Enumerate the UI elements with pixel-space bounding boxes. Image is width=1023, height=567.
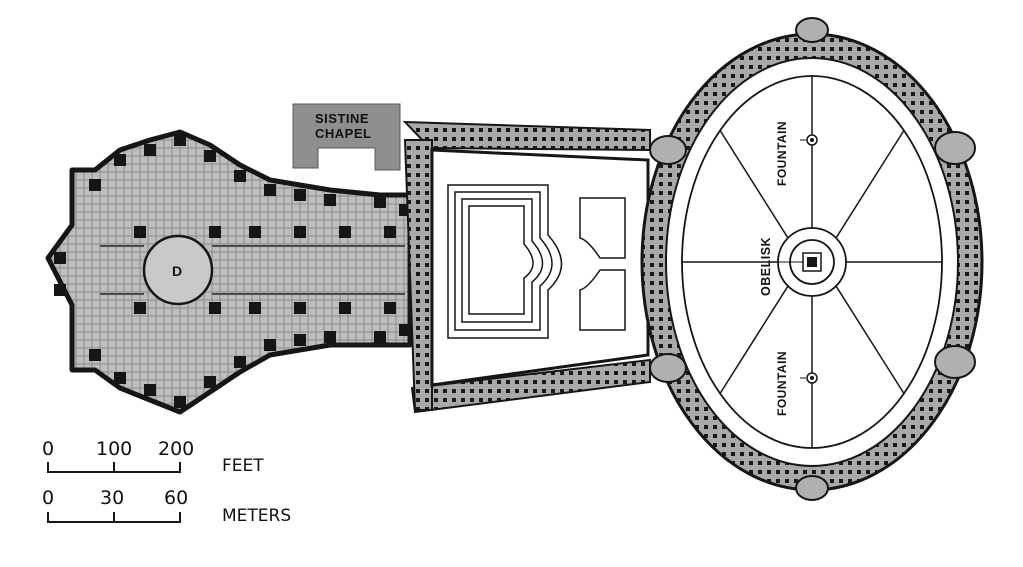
pier (89, 179, 101, 191)
scale-feet-unit: FEET (222, 456, 264, 476)
spoke-line (835, 130, 905, 239)
pier (374, 196, 386, 208)
scale-meters: 0 30 60 METERS (42, 487, 291, 526)
pier (384, 226, 396, 238)
sistine-chapel-block (292, 103, 401, 171)
pier (234, 170, 246, 182)
sistine-label-line2: CHAPEL (315, 126, 371, 141)
pier (324, 331, 336, 343)
piazza-retta (402, 120, 651, 414)
pier (339, 302, 351, 314)
pier (114, 372, 126, 384)
fountain-bottom (800, 372, 818, 384)
sistine-chapel: SISTINE CHAPEL (292, 103, 401, 171)
pier (204, 376, 216, 388)
dome-label: D (172, 263, 183, 279)
pier (264, 339, 276, 351)
pier (249, 302, 261, 314)
front-steps (447, 184, 563, 339)
fountain-top (800, 134, 818, 146)
piazza-plots (579, 197, 626, 331)
scale-meters-unit: METERS (222, 506, 291, 526)
scale-meters-tick-2: 60 (164, 487, 188, 509)
obelisk-marker (807, 257, 817, 267)
pier (209, 302, 221, 314)
oval-piazza: OBELISK FOUNTAIN FOUNTAIN (640, 17, 984, 501)
pier (204, 150, 216, 162)
sistine-label-line1: SISTINE (315, 111, 369, 126)
scale-meters-bar (47, 512, 181, 523)
pier (294, 302, 306, 314)
spoke-line (719, 130, 789, 239)
dome-circle (142, 234, 214, 306)
basilica-body (45, 129, 413, 415)
basilica: D (45, 129, 413, 415)
scale-meters-tick-1: 30 (100, 487, 124, 509)
spoke-line (719, 285, 789, 394)
scale-feet: 0 100 200 FEET (42, 438, 264, 476)
pier (54, 252, 66, 264)
pier (384, 302, 396, 314)
pier (264, 184, 276, 196)
pier (134, 302, 146, 314)
scale-feet-bar (47, 462, 181, 473)
pier (324, 194, 336, 206)
pier (174, 396, 186, 408)
spoke-line (835, 285, 905, 394)
fountain-top-label: FOUNTAIN (775, 121, 789, 186)
pier (399, 324, 411, 336)
pier (144, 144, 156, 156)
piazza-spokes (682, 76, 942, 448)
pier (114, 154, 126, 166)
scale-feet-tick-1: 100 (96, 438, 132, 460)
facade-wall (403, 139, 433, 411)
pier (54, 284, 66, 296)
nave-lines (100, 245, 405, 295)
pier (294, 189, 306, 201)
pier (144, 384, 156, 396)
pier (89, 349, 101, 361)
pier (374, 331, 386, 343)
pier (339, 226, 351, 238)
obelisk-label: OBELISK (759, 237, 773, 296)
fountain-bottom-label: FOUNTAIN (775, 351, 789, 416)
pier (174, 134, 186, 146)
scale-feet-tick-0: 0 (42, 438, 54, 460)
pier (294, 226, 306, 238)
colonnade-pavilions (649, 17, 976, 501)
pier (249, 226, 261, 238)
pier (294, 334, 306, 346)
basilica-piers (54, 134, 411, 408)
scale-meters-tick-0: 0 (42, 487, 54, 509)
pier (209, 226, 221, 238)
north-corridor (402, 120, 651, 152)
scale-feet-tick-2: 200 (158, 438, 194, 460)
pier (234, 356, 246, 368)
pier (134, 226, 146, 238)
